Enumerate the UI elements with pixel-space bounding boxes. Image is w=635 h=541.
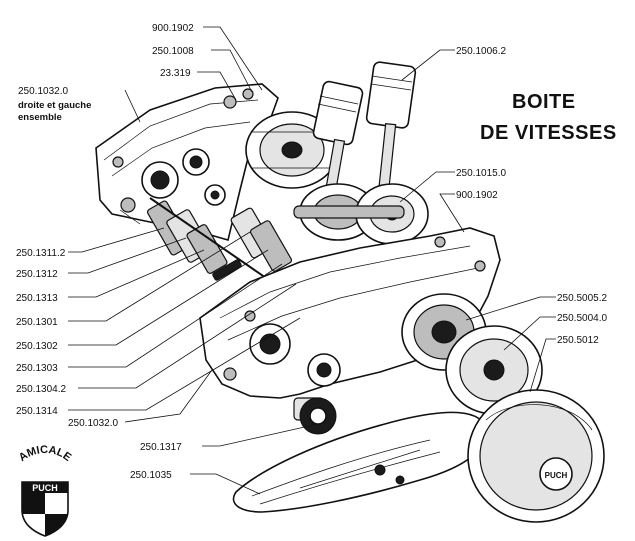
logo-quarter-tl <box>22 493 45 514</box>
label-250-1032-0-bottom: 250.1032.0 <box>68 418 118 429</box>
piston-right <box>365 61 417 195</box>
logo-banner <box>22 482 68 493</box>
title-line-2: DE VITESSES <box>480 122 617 144</box>
label-250-1317: 250.1317 <box>140 442 182 453</box>
title-line-1: BOITE <box>512 91 576 113</box>
label-250-1302: 250.1302 <box>16 341 58 352</box>
label-250-1032-0-top: 250.1032.0 <box>18 86 68 97</box>
label-250-1313: 250.1313 <box>16 293 58 304</box>
left-crankcase-half <box>95 83 279 241</box>
logo-quarter-br <box>45 514 68 536</box>
label-250-5012: 250.5012 <box>557 335 599 346</box>
label-250-1303: 250.1303 <box>16 363 58 374</box>
label-250-1008: 250.1008 <box>152 46 194 57</box>
label-250-1312: 250.1312 <box>16 269 58 280</box>
clutch-cover: PUCH <box>467 389 605 523</box>
label-250-5004-0: 250.5004.0 <box>557 313 607 324</box>
label-250-1311-2: 250.1311.2 <box>16 248 66 259</box>
output-sprocket <box>299 397 337 435</box>
label-250-1015-0: 250.1015.0 <box>456 168 506 179</box>
diagram-title: BOITE DE VITESSES <box>480 91 617 144</box>
label-250-1314: 250.1314 <box>16 406 58 417</box>
cover-brand-text: PUCH <box>545 471 568 480</box>
label-250-1301: 250.1301 <box>16 317 58 328</box>
piston-left <box>312 80 364 194</box>
label-900-1902-right: 900.1902 <box>456 190 498 201</box>
label-250-1304-2: 250.1304.2 <box>16 384 66 395</box>
gear-cluster <box>146 197 299 301</box>
logo-arc-text: AMICALE <box>17 444 74 464</box>
crankshaft <box>293 183 429 245</box>
label-note-line-2: ensemble <box>18 112 62 123</box>
label-250-1006-2: 250.1006.2 <box>456 46 506 57</box>
label-250-5005-2: 250.5005.2 <box>557 293 607 304</box>
label-900-1902-top: 900.1902 <box>152 23 194 34</box>
label-note-line-1: droite et gauche <box>18 100 91 111</box>
logo-brand-text: PUCH <box>32 483 58 493</box>
part-labels: 900.1902 250.1008 23.319 250.1032.0 droi… <box>16 23 607 481</box>
amicale-puch-logo: AMICALE PUCH <box>17 444 74 537</box>
label-250-1035: 250.1035 <box>130 470 172 481</box>
label-23-319: 23.319 <box>160 68 191 79</box>
long-side-cover <box>232 411 488 513</box>
engine-illustration: PUCH <box>95 61 605 523</box>
leader-lines <box>68 26 556 495</box>
